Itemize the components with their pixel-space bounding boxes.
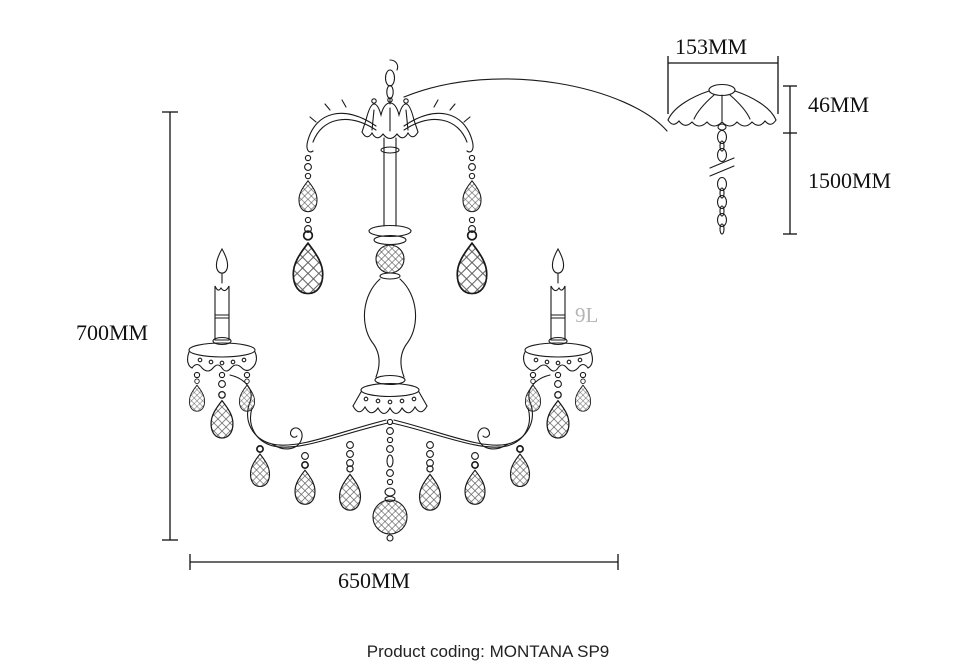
height-dimension-label: 700MM	[76, 320, 148, 345]
lights-count-label: 9L	[575, 303, 598, 327]
top-crown	[361, 97, 419, 140]
right-arm-assembly	[392, 100, 592, 510]
canopy-height-dimension-label: 46MM	[808, 92, 869, 117]
central-column	[363, 137, 417, 386]
canopy-width-dimension-line	[667, 56, 779, 114]
chain-length-dimension-label: 1500MM	[808, 168, 891, 193]
chandelier-drawing	[188, 59, 777, 542]
hanging-chain-drawing	[709, 129, 735, 235]
center-finial	[372, 418, 408, 542]
leader-line	[403, 78, 668, 132]
hanging-hook	[384, 59, 399, 105]
lower-bobeche	[352, 382, 428, 415]
left-arm-assembly	[188, 100, 388, 510]
width-dimension-line	[189, 554, 619, 570]
product-code-caption: Product coding: MONTANA SP9	[367, 642, 610, 661]
canopy-width-dimension-label: 153MM	[675, 34, 747, 59]
canopy-chain-dimension-line	[783, 85, 797, 235]
height-dimension-line	[162, 111, 178, 541]
canopy-drawing	[667, 83, 777, 131]
width-dimension-label: 650MM	[338, 568, 410, 593]
dimension-lines	[162, 56, 797, 570]
